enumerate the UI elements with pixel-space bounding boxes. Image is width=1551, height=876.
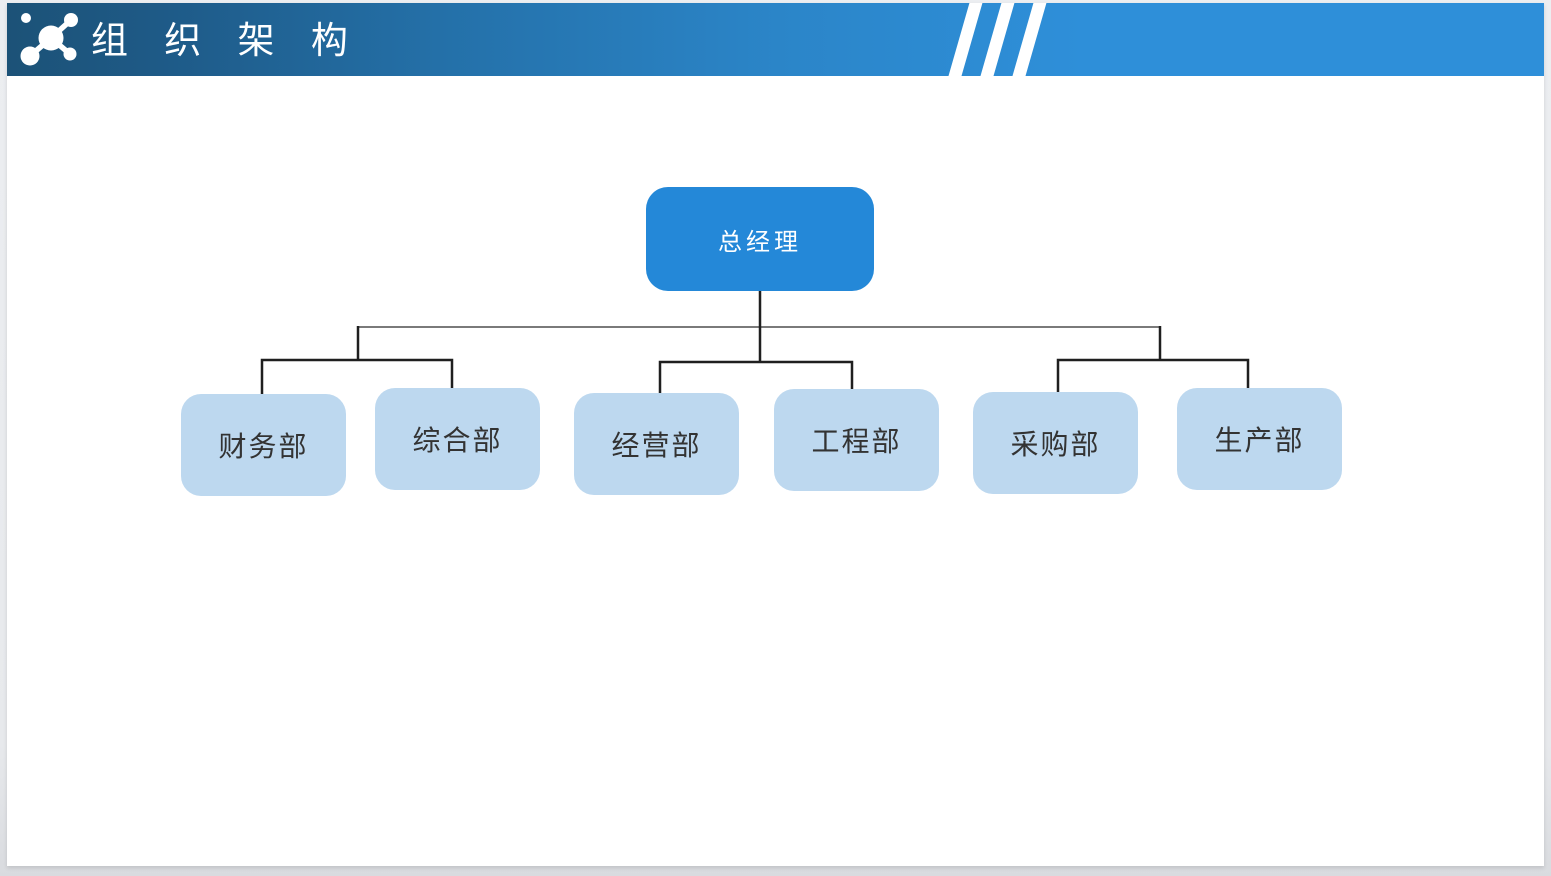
org-node-general-manager: 总经理 (646, 187, 874, 291)
slide: 组 织 架 构 总经理 财务部 (7, 3, 1544, 866)
org-node-finance-dept: 财务部 (181, 394, 346, 496)
connector-lines (260, 291, 1250, 395)
page-title: 组 织 架 构 (91, 20, 361, 61)
org-node-general-affairs-dept: 综合部 (375, 388, 540, 490)
network-nodes-icon (20, 13, 78, 66)
org-node-production-dept: 生产部 (1177, 388, 1342, 490)
slide-header: 组 织 架 构 (7, 3, 1544, 76)
org-node-engineering-dept: 工程部 (774, 389, 939, 491)
org-chart: 总经理 财务部 综合部 经营部 工程部 采购部 生产部 (7, 3, 1544, 866)
org-node-procurement-dept: 采购部 (973, 392, 1138, 494)
org-node-operations-dept: 经营部 (574, 393, 739, 495)
